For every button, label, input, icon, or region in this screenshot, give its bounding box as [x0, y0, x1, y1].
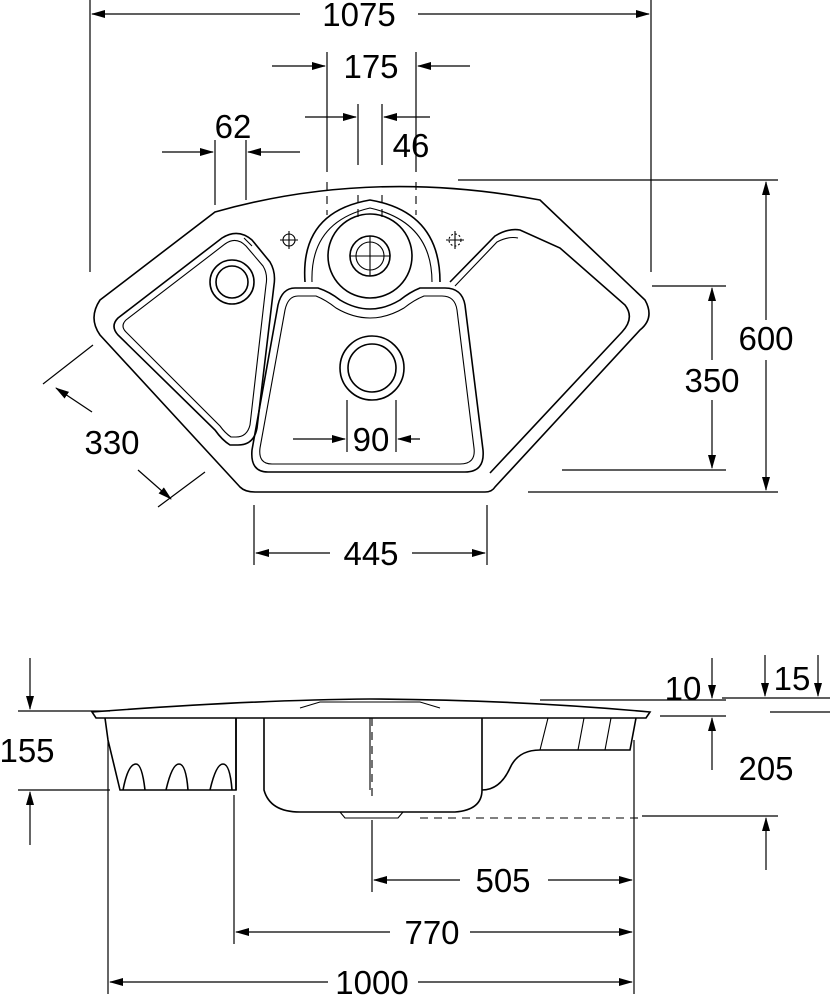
main-bowl-waste-outer [339, 335, 405, 401]
dim-text-175: 175 [343, 48, 398, 85]
dim-205: 205 [642, 750, 794, 870]
dim-505: 505 [371, 740, 635, 994]
dim-text-62: 62 [215, 108, 252, 145]
right-drainer-inner [454, 236, 519, 287]
dim-text-600: 600 [738, 320, 793, 357]
dim-600: 600 [458, 179, 794, 493]
main-bowl-outer [251, 287, 484, 473]
left-bowl-waste-outer [209, 259, 255, 305]
dim-text-90: 90 [353, 421, 390, 458]
right-drainer-side [481, 717, 637, 791]
dim-text-1075: 1075 [322, 0, 395, 33]
main-bowl-waste-inner [347, 343, 397, 393]
dim-350: 350 [562, 285, 740, 471]
dim-text-330: 330 [84, 424, 139, 461]
dim-text-505: 505 [475, 862, 530, 899]
dim-1000: 1000 [107, 740, 633, 998]
dim-62: 62 [162, 108, 300, 205]
side-view: 155 10 15 205 [0, 655, 830, 998]
dim-text-205: 205 [738, 750, 793, 787]
top-view: 1075 175 46 62 [42, 0, 794, 572]
side-rim [90, 698, 652, 719]
waste-mound-inner [311, 207, 433, 283]
right-drainer [449, 228, 631, 474]
tap-hole-left-icon [280, 231, 298, 249]
main-bowl-inner [259, 295, 475, 465]
sink-outer-outline [93, 185, 650, 493]
left-basin [104, 717, 237, 791]
left-bowl-waste-inner [215, 265, 249, 299]
side-rim-top [299, 701, 441, 709]
dim-15: 15 [722, 655, 830, 713]
left-bowl-outer [113, 232, 276, 446]
upper-waste-outer [327, 213, 413, 299]
dim-10: 10 [540, 658, 726, 770]
tap-hole-right-icon [446, 231, 464, 249]
dim-text-155: 155 [0, 732, 55, 769]
dim-90: 90 [293, 400, 420, 458]
dim-text-1000: 1000 [335, 964, 408, 998]
dim-330: 330 [42, 344, 206, 508]
dim-text-350: 350 [684, 362, 739, 399]
waste-mound [303, 199, 441, 283]
left-bowl-inner [122, 239, 268, 438]
dim-text-10: 10 [665, 670, 702, 707]
dim-445: 445 [253, 505, 488, 572]
main-basin [263, 718, 483, 813]
dim-text-770: 770 [404, 914, 459, 951]
dim-text-15: 15 [774, 660, 811, 697]
dim-1075: 1075 [89, 0, 652, 272]
dim-770: 770 [233, 795, 633, 951]
dim-text-445: 445 [343, 535, 398, 572]
dim-text-46: 46 [393, 127, 430, 164]
dim-175: 175 [272, 48, 470, 172]
dim-155: 155 [0, 658, 110, 845]
dim-46: 46 [305, 104, 430, 165]
